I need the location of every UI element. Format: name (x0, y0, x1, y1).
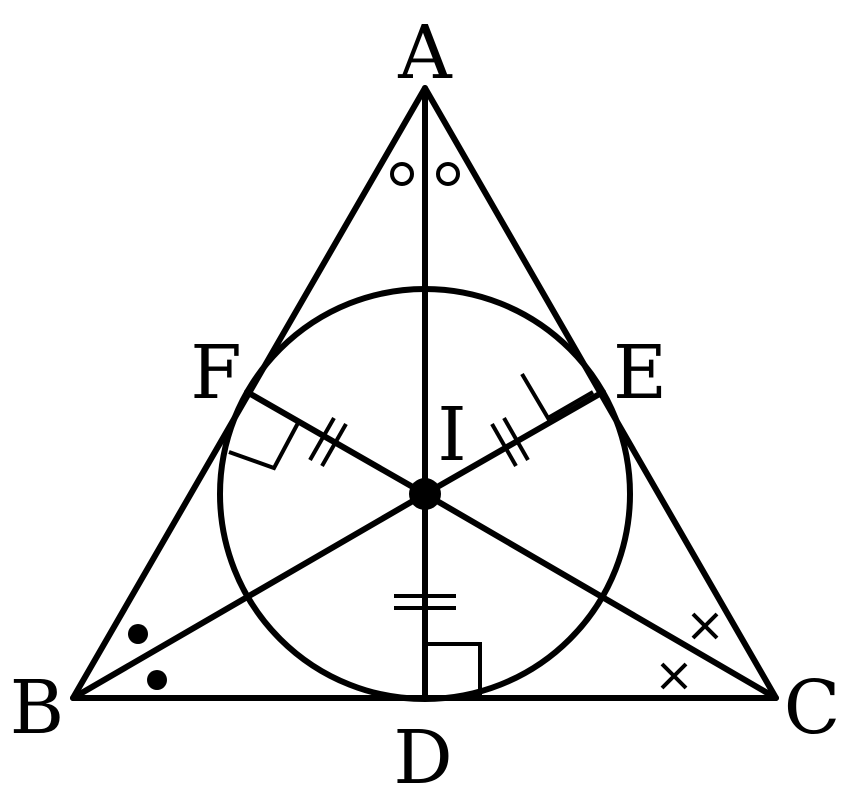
right-angle-e (520, 372, 595, 421)
label-f: F (190, 330, 241, 416)
tick-marks-id (394, 594, 456, 610)
bisector-b (70, 491, 428, 701)
tick-marks-if (308, 417, 348, 467)
right-angle-f (228, 422, 300, 471)
right-angle-d (425, 642, 482, 698)
angle-marks-c (660, 612, 719, 690)
label-c: C (784, 665, 841, 751)
angle-marks-a (390, 162, 460, 186)
label-d: D (393, 715, 452, 801)
radius-ie (422, 389, 606, 497)
angle-marks-b (128, 624, 167, 690)
label-e: E (613, 330, 667, 416)
bisector-c (422, 491, 779, 701)
label-a: A (397, 10, 453, 96)
label-b: B (10, 665, 64, 751)
label-i: I (437, 392, 466, 478)
tick-marks-ie (490, 417, 530, 467)
incenter-point (409, 478, 441, 510)
